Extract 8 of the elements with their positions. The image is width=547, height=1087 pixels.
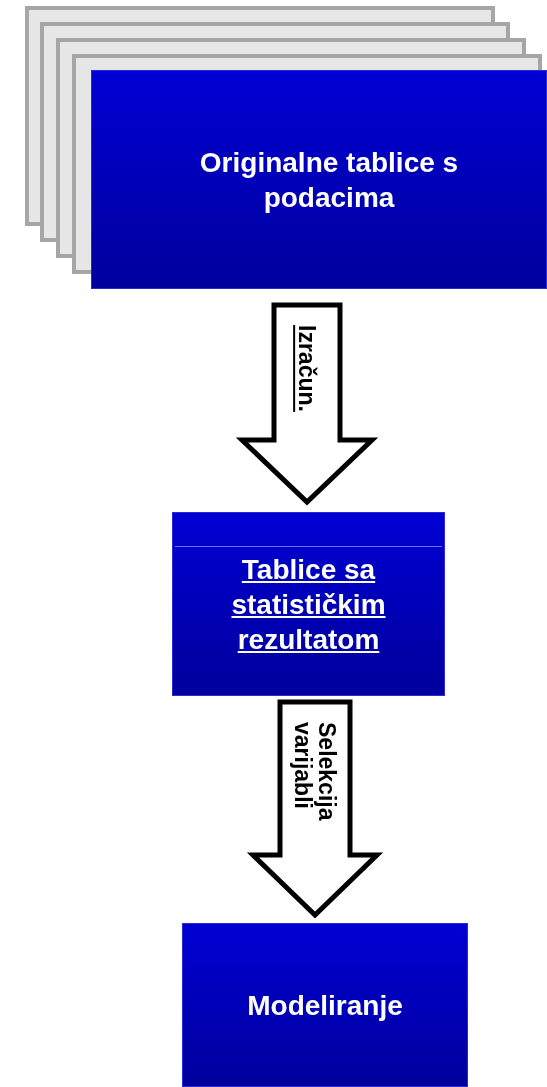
box-label: Modeliranje	[247, 988, 403, 1023]
process-box	[172, 512, 445, 696]
block-arrow	[235, 302, 379, 506]
box-label: Tablice sa statističkim rezultatom	[230, 552, 387, 657]
box-label: Originalne tablice s podacima	[198, 145, 460, 215]
process-box	[182, 923, 468, 1087]
process-box	[91, 70, 547, 289]
edge-label: Izračun.	[295, 325, 320, 412]
